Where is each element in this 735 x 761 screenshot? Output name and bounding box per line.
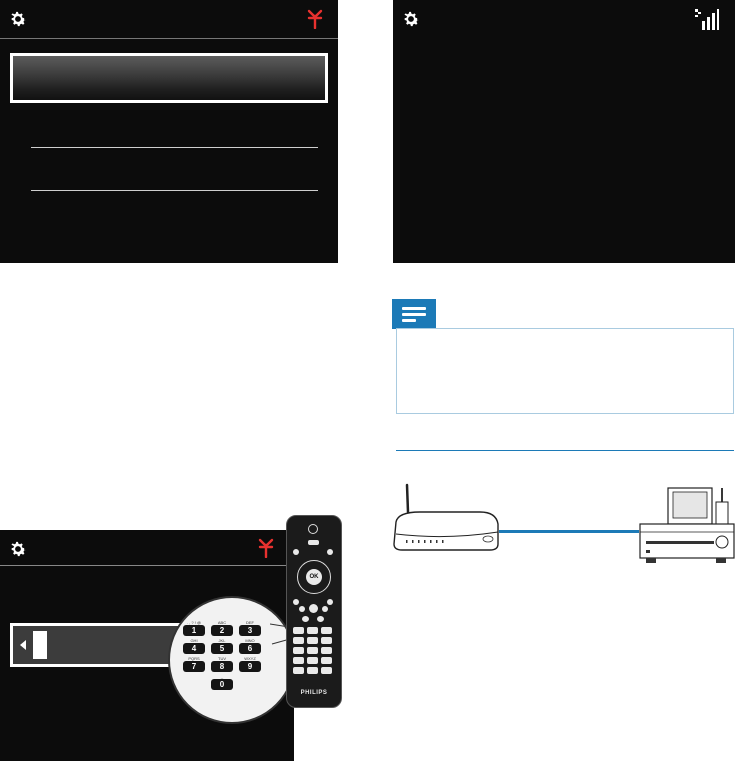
left-arrow-icon[interactable]	[20, 640, 26, 650]
keypad-button[interactable]	[307, 667, 318, 674]
remote-control: OK PHILIPS	[286, 515, 342, 708]
remote-button[interactable]	[293, 549, 299, 555]
play-pause-button[interactable]	[309, 604, 318, 613]
key-letters: . , ? ! @	[186, 620, 202, 625]
note-box	[396, 328, 734, 414]
key-2[interactable]: 2	[211, 625, 233, 636]
keypad-button[interactable]	[293, 667, 304, 674]
keypad-button[interactable]	[321, 627, 332, 634]
screen-header	[393, 0, 735, 38]
keypad-button[interactable]	[293, 657, 304, 664]
wireless-router-illustration	[393, 483, 499, 551]
remote-button[interactable]	[322, 606, 328, 612]
key-3[interactable]: 3	[239, 625, 261, 636]
key-letters: MNO	[245, 638, 255, 643]
remote-button[interactable]	[317, 616, 324, 622]
keypad-button[interactable]	[307, 637, 318, 644]
key-letters: TUV	[218, 656, 226, 661]
keypad-button[interactable]	[321, 657, 332, 664]
text-cursor	[33, 631, 47, 659]
antenna-disconnected-icon	[307, 9, 323, 29]
key-letters: PQRS	[188, 656, 200, 661]
key-letters: _	[220, 674, 224, 679]
keypad-button[interactable]	[307, 647, 318, 654]
key-4[interactable]: 4	[183, 643, 205, 654]
key-7[interactable]: 7	[183, 661, 205, 672]
key-9[interactable]: 9	[239, 661, 261, 672]
key-letters: DEF	[246, 620, 254, 625]
key-letters: JKL	[218, 638, 226, 643]
highlighted-menu-option[interactable]	[10, 53, 328, 103]
menu-option-separator	[31, 147, 318, 148]
remote-button[interactable]	[327, 549, 333, 555]
antenna-disconnected-icon	[258, 538, 274, 558]
remote-button[interactable]	[302, 616, 309, 622]
key-0[interactable]: 0	[211, 679, 233, 690]
section-divider	[396, 450, 734, 451]
keypad-button[interactable]	[321, 637, 332, 644]
keypad-button[interactable]	[293, 637, 304, 644]
key-letters: ABC	[217, 620, 227, 625]
remote-button[interactable]	[293, 599, 299, 605]
menu-option-separator	[31, 190, 318, 191]
source-button[interactable]	[308, 540, 319, 545]
settings-screen-top-right	[393, 0, 735, 263]
key-letters: WXYZ	[244, 656, 256, 661]
note-icon	[392, 299, 436, 329]
keypad-button[interactable]	[321, 667, 332, 674]
gear-icon[interactable]	[8, 9, 28, 29]
remote-button[interactable]	[327, 599, 333, 605]
keypad-button[interactable]	[293, 627, 304, 634]
key-5[interactable]: 5	[211, 643, 233, 654]
gear-icon[interactable]	[401, 9, 421, 29]
remote-button[interactable]	[299, 606, 305, 612]
signal-bars-icon	[695, 9, 719, 30]
screen-header	[0, 0, 338, 39]
key-1[interactable]: 1	[183, 625, 205, 636]
keypad-button[interactable]	[307, 657, 318, 664]
screen-header	[0, 530, 294, 566]
ethernet-cable	[499, 530, 639, 533]
gear-icon[interactable]	[8, 539, 28, 559]
music-center-illustration	[639, 487, 735, 563]
key-6[interactable]: 6	[239, 643, 261, 654]
keypad-button[interactable]	[307, 627, 318, 634]
ok-button[interactable]: OK	[306, 569, 322, 585]
settings-screen-top-left	[0, 0, 338, 263]
key-8[interactable]: 8	[211, 661, 233, 672]
nav-ring[interactable]: OK	[297, 560, 331, 594]
keypad-magnifier: . , ? ! @ 1 ABC 2 DEF 3 GHI 4 JKL 5 MNO …	[168, 596, 296, 724]
remote-brand-label: PHILIPS	[300, 690, 328, 696]
key-letters: GHI	[190, 638, 198, 643]
keypad-button[interactable]	[293, 647, 304, 654]
power-button[interactable]	[308, 524, 318, 534]
keypad-button[interactable]	[321, 647, 332, 654]
